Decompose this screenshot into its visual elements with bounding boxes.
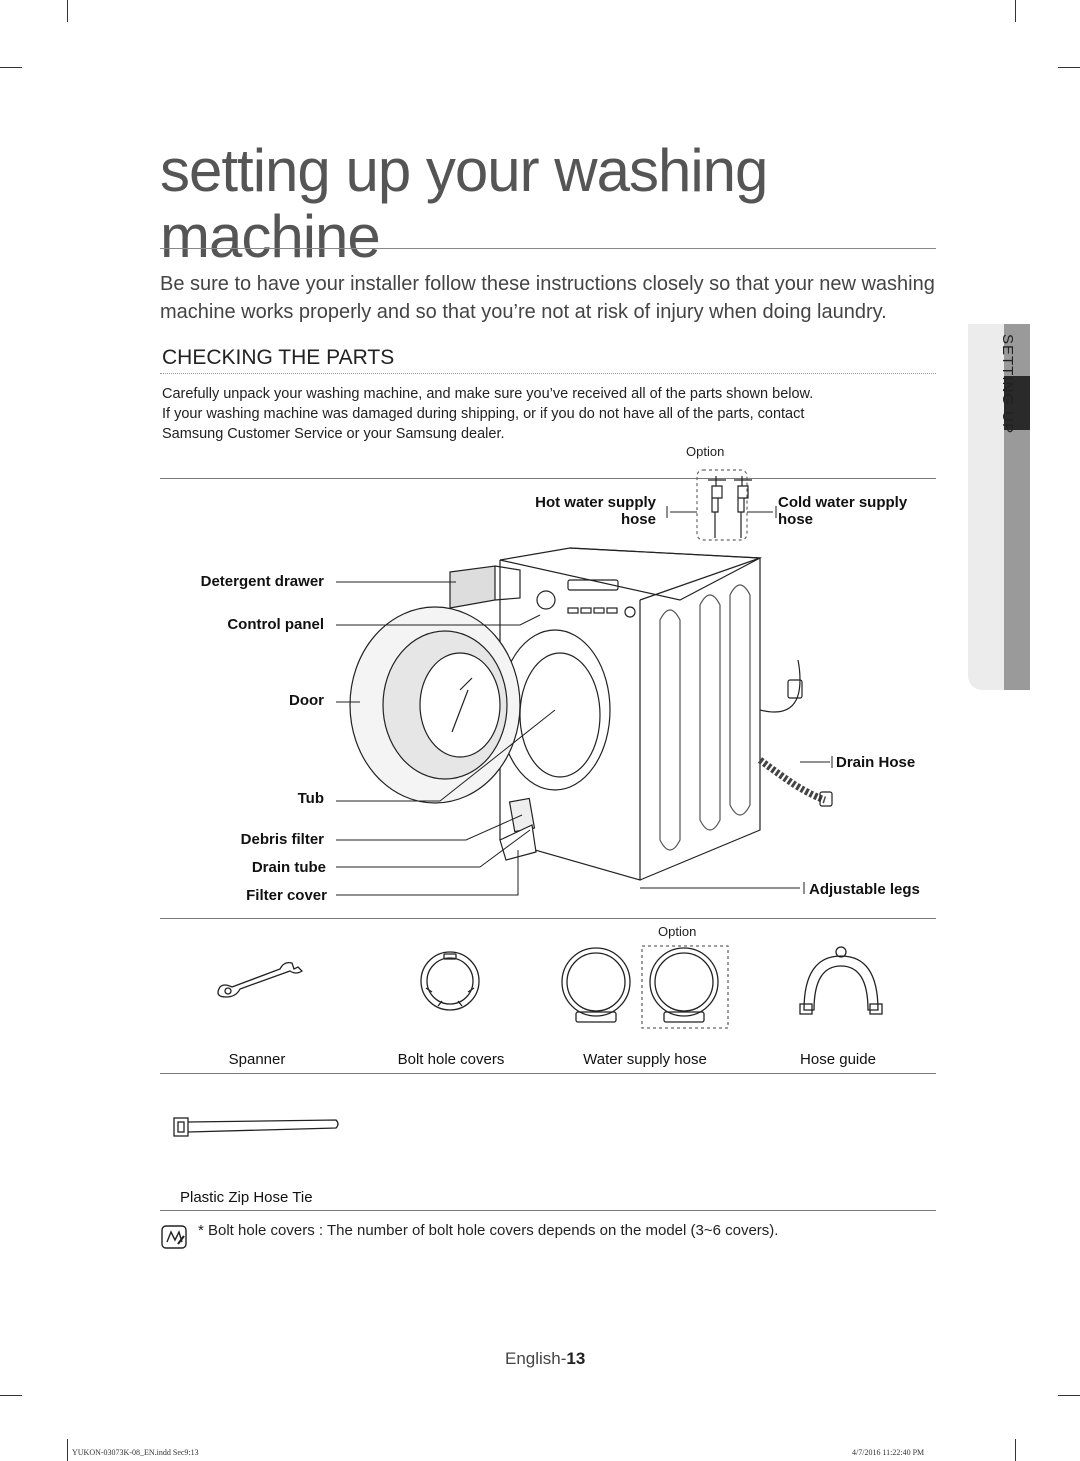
cold-water-hose-label-line: Cold water supply <box>778 494 908 511</box>
hot-water-hose-label-line: Hot water supply <box>535 494 656 511</box>
control-panel-label: Control panel <box>227 616 324 633</box>
hose-guide-icon <box>799 946 883 1015</box>
hose-guide-label: Hose guide <box>800 1051 876 1068</box>
page-number-prefix: English- <box>505 1349 567 1368</box>
page-number: English-13 <box>505 1349 585 1369</box>
washing-machine-illustration <box>336 469 833 896</box>
note-icon <box>161 1225 187 1249</box>
accessories-rule <box>160 1073 936 1074</box>
intro-paragraph: Be sure to have your installer follow th… <box>160 273 935 323</box>
body-line: Carefully unpack your washing machine, a… <box>162 386 814 402</box>
option-label-top: Option <box>686 444 725 459</box>
crop-mark <box>1015 1439 1016 1461</box>
note-text: * Bolt hole covers : The number of bolt … <box>198 1222 779 1239</box>
cold-water-hose-label-line: hose <box>778 511 814 528</box>
water-supply-hose-label: Water supply hose <box>583 1051 707 1068</box>
plug-icon <box>787 679 803 699</box>
zip-tie-label: Plastic Zip Hose Tie <box>180 1189 313 1206</box>
tub-label: Tub <box>297 790 324 807</box>
crop-mark <box>1015 0 1016 22</box>
drain-tube-label: Drain tube <box>251 859 326 876</box>
faucet-icon <box>696 469 752 541</box>
body-line: If your washing machine was damaged duri… <box>162 406 805 422</box>
page-title: setting up your washing machine <box>160 138 940 270</box>
crop-mark <box>0 1395 22 1396</box>
footer-filename: YUKON-03073K-08_EN.indd Sec9:13 <box>72 1448 199 1457</box>
adjustable-legs-label: Adjustable legs <box>809 881 920 898</box>
option-label-accessories: Option <box>658 924 697 939</box>
hot-water-hose-label: Hot water supply hose <box>480 494 656 528</box>
crop-mark <box>67 1439 68 1461</box>
cold-water-hose-label: Cold water supply hose <box>778 494 907 528</box>
footer-timestamp: 4/7/2016 11:22:40 PM <box>852 1448 925 1457</box>
page-number-value: 13 <box>566 1349 586 1368</box>
title-rule <box>160 248 936 249</box>
body-line: Samsung Customer Service or your Samsung… <box>162 426 505 442</box>
zip-tie-rule <box>160 1210 936 1211</box>
diagram-top-rule <box>160 478 936 479</box>
detergent-drawer-label: Detergent drawer <box>200 573 324 590</box>
diagram-bottom-rule <box>160 918 936 919</box>
section-title: CHECKING THE PARTS <box>162 346 395 369</box>
water-supply-hose-icon <box>561 945 729 1029</box>
section-rule <box>160 373 936 374</box>
page-title-line-2: machine <box>160 203 381 270</box>
spanner-icon <box>217 961 304 998</box>
spanner-label: Spanner <box>228 1051 286 1068</box>
crop-mark <box>67 0 68 22</box>
side-tab-label: SETTING UP <box>999 334 1016 435</box>
bolt-hole-cover-icon <box>420 951 480 1011</box>
drain-hose-drawing <box>757 757 827 804</box>
zip-tie-icon <box>173 1117 339 1137</box>
page-title-line-1: setting up your washing <box>160 137 768 204</box>
machine-body <box>349 547 763 881</box>
filter-cover-label: Filter cover <box>246 887 327 904</box>
crop-mark <box>0 67 22 68</box>
bolt-hole-covers-label: Bolt hole covers <box>397 1051 505 1068</box>
side-tab-marker <box>1004 376 1030 430</box>
hot-water-hose-label-line: hose <box>620 511 656 528</box>
crop-mark <box>1058 1395 1080 1396</box>
door-label: Door <box>289 692 324 709</box>
power-cord-drawing <box>759 659 801 713</box>
crop-mark <box>1058 67 1080 68</box>
drain-hose-end <box>819 791 833 807</box>
body-paragraph: Carefully unpack your washing machine, a… <box>162 384 922 444</box>
drain-hose-label: Drain Hose <box>836 754 916 771</box>
debris-filter-label: Debris filter <box>240 831 324 848</box>
